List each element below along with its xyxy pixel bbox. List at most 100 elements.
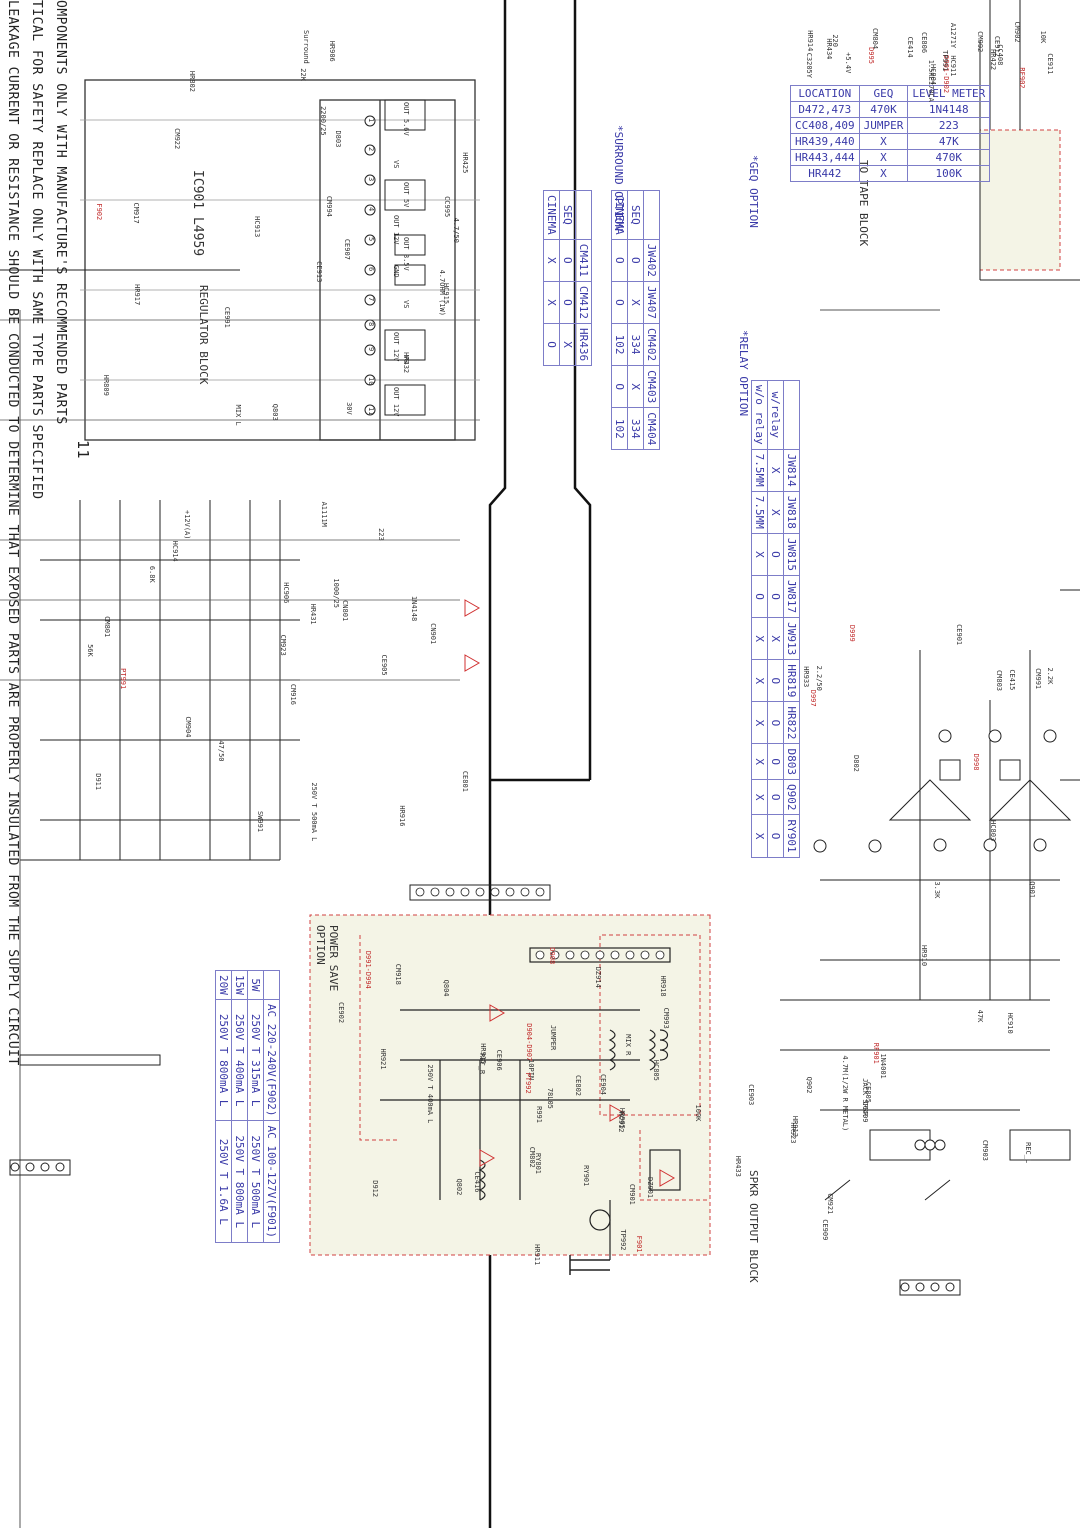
component-label: HC911 [949,55,958,77]
component-label: 1N4148 [409,595,418,622]
component-label: D912 [370,1180,379,1198]
component-label: CE802 [574,1074,583,1097]
ic-pin-name: VS [402,355,410,364]
component-label: 250V T 500mA L [309,782,318,842]
component-label: Q803 [271,403,280,421]
component-label: D997 [809,689,818,707]
component-label: 2200/25 [318,106,327,136]
ic-pin-number: 9 [367,347,375,352]
component-label: CM991 [1033,668,1042,690]
component-label: +5.4V [844,52,853,74]
component-label: CE903 [746,1084,755,1106]
ic-pin-name: GND [392,265,400,278]
component-label: 10K [1039,30,1048,44]
component-label: HR911 [532,1244,541,1266]
ic-pin-number: 6 [367,267,375,272]
component-label: 78L05 [546,1087,555,1109]
component-label: HR431 [309,603,318,625]
page-number: 11 [74,440,92,460]
regulator-ic-title: IC901 L4959 [190,170,205,257]
component-label: RF901 [871,1042,880,1064]
component-label: HC910 [1006,1012,1015,1034]
note-components: OMPONENTS ONLY WITH MANUFACTURE'S RECOMM… [53,0,68,425]
component-label: HC914 [170,540,179,562]
ic-pin-number: 7 [367,297,375,302]
component-label: CM903 [980,1139,989,1161]
component-label: 30V [345,402,354,415]
component-label: HC913 [253,216,262,238]
component-label: D998 [972,753,981,771]
component-label: CM804 [871,28,880,50]
component-label: 47K [976,1009,985,1023]
component-label: TP992 [619,1229,628,1251]
component-label: CM992 [976,31,984,53]
component-label: 1N4001 [879,1053,888,1079]
component-label: HR918 [658,975,667,997]
component-label: D904-D907 [525,1023,534,1062]
component-label: Q902 [805,1076,814,1094]
component-label: HR933 [801,666,810,688]
component-label: 56K [85,644,94,657]
component-label: D803 [334,130,343,148]
component-label: D995 [867,47,876,64]
component-label: CM994 [324,195,333,217]
component-label: F901 [634,1235,643,1253]
ic-pin-name: OUT 5.6V [402,102,410,136]
component-label: MIX R [623,1034,632,1056]
ic-pin-name: OUT 12V [392,387,400,417]
component-label: CM918 [394,963,403,985]
ic-pin-name: VS [392,160,400,169]
component-label: CM922 [173,128,182,150]
component-label: D908 [547,947,556,965]
component-label: 47/50 [217,740,226,762]
component-label: CN801 [341,600,350,622]
component-label: CC408 [996,44,1005,66]
speaker-output-title: SPKR OUTPUT BLOCK [747,1170,760,1283]
ic-pin-name: VS [402,300,410,309]
component-label: R991 [535,1106,544,1123]
component-label: HR917 [132,284,141,306]
ic-pin-number: 3 [367,177,375,182]
ic-pin-number: 10 [367,377,375,386]
component-label: CC995 [442,196,451,218]
component-label: CE907 [343,238,352,260]
component-label: HC804 [928,63,937,86]
component-label: CE991 [222,306,231,328]
component-label: HR916 [398,805,407,827]
component-label: HR905 [618,1107,627,1129]
component-label: HR434 [825,38,834,60]
component-label: CE913 [315,261,324,283]
component-label: CE806 [920,32,929,54]
component-label: CE906 [494,1049,503,1071]
ic-pin-number: 11 [367,407,375,416]
component-label: CE901 [954,624,963,646]
component-label: A1111M [320,501,329,527]
component-label: TP991 [941,50,949,72]
geq-option-title: *GEQ OPTION [747,155,760,228]
relay-option-title: *RELAY OPTION [737,330,750,417]
component-label: 250V T 400mA L [426,1064,435,1124]
component-label: RY901 [581,1165,590,1187]
component-label: D911 [94,773,103,791]
component-label: CM901 [627,1183,636,1205]
component-label: 1000/25 [331,578,340,608]
component-label: CM993 [661,1007,670,1029]
component-label: REC_R [478,1053,487,1075]
component-label: JUMPER [549,1024,558,1051]
component-label: +12V(A) [182,509,191,540]
component-label: A1271Y [948,22,957,49]
component-label: JACK SPKR [860,1078,869,1117]
component-label: DZ914 [593,966,602,988]
component-label: HR914 [805,30,814,52]
ic-pin-number: 2 [367,147,375,152]
ic-pin-name: OUT 5V [402,182,410,208]
component-label: C3205Y [804,52,813,78]
component-label: CE414 [905,36,914,58]
ic-pin-name: OUT 12V [392,215,400,245]
component-label: HC803 [989,820,998,842]
